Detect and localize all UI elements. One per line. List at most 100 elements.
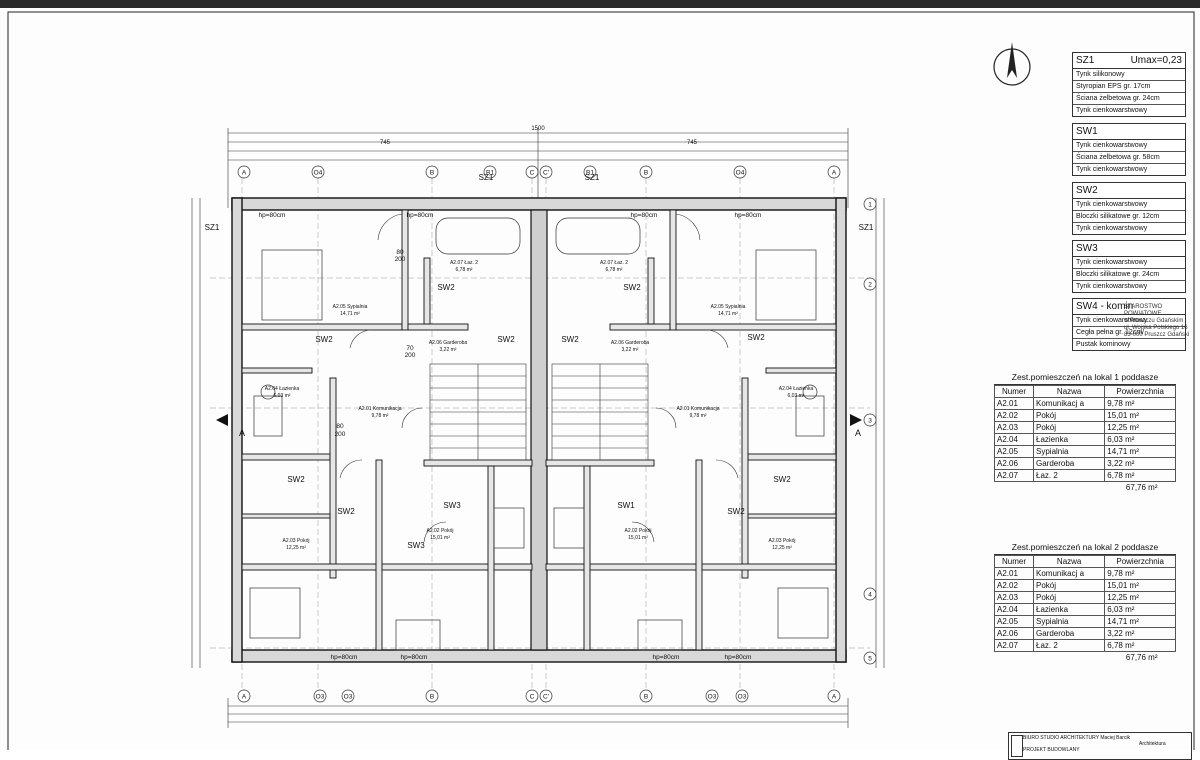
axis-bubble-side	[863, 277, 877, 291]
axis-bubble-top-label: O4	[736, 170, 745, 177]
stamp-line: STAROSTWO POWIATOWE	[1124, 304, 1163, 317]
legend-layer: Pustak kominowy	[1076, 341, 1131, 348]
table-cell: Pokój	[1032, 409, 1106, 422]
table-cell: 3,22 m²	[1104, 457, 1176, 470]
door-size-label: 80	[396, 249, 404, 256]
table-cell: A2.02	[994, 409, 1034, 422]
legend-layer: Tynk cienkowarstwowy	[1076, 107, 1148, 114]
axis-bubble-bottom	[539, 689, 553, 703]
legend-layer: Bloczki silikatowe gr. 12cm	[1073, 211, 1185, 223]
axis-bubble-side	[863, 197, 877, 211]
table-cell: 14,71 m²	[1104, 445, 1176, 458]
table-cell: Łaz. 2	[1032, 639, 1106, 652]
legend-header: SW1	[1073, 124, 1185, 140]
wall-tag: SW2	[747, 333, 765, 342]
axis-bubble-bottom-label: B	[644, 694, 648, 701]
wall-tag: SZ1	[585, 173, 600, 182]
axis-bubble-bottom-label: O3	[344, 694, 353, 701]
table-cell: Sypialnia	[1032, 445, 1106, 458]
table-cell: A2.04	[994, 433, 1034, 446]
axis-bubble-top	[827, 165, 841, 179]
section-mark-right: A	[855, 428, 861, 438]
legend-layer: Tynk cienkowarstwowy	[1076, 283, 1148, 290]
section-mark-left: A	[239, 428, 245, 438]
table-cell: Pokój	[1032, 591, 1106, 604]
table-cell: 6,03 m²	[1104, 603, 1176, 616]
viewer-top-bar	[0, 0, 1200, 8]
wall-tag: SW1	[617, 501, 635, 510]
axis-bubble-bottom-label: A	[242, 694, 247, 701]
table-cell: Sypialnia	[1032, 615, 1106, 628]
axis-bubble-top-label: C	[530, 170, 535, 177]
table-cell: 9,78 m²	[1104, 397, 1176, 410]
room-area: 15,01 m²	[628, 535, 648, 541]
wall-tag: SZ1	[479, 173, 494, 182]
axis-bubble-top-label: A	[242, 170, 247, 177]
bottom-dimensions	[227, 698, 849, 728]
wall-tag: SZ1	[859, 223, 874, 232]
wall-tag: SW2	[287, 475, 305, 484]
axis-bubble-bottom-label: A	[832, 694, 837, 701]
table-cell: Łazienka	[1032, 603, 1106, 616]
axis-bubble-top	[311, 165, 325, 179]
axis-bubble-side	[863, 587, 877, 601]
wall-tag: SW2	[437, 283, 455, 292]
legend-layer: Ściana żelbetowa gr. 24cm	[1073, 93, 1185, 105]
door-size-label: 70	[406, 345, 414, 352]
wall-tag: SW2	[727, 507, 745, 516]
table-cell: 6,03 m²	[1104, 433, 1176, 446]
axis-bubble-top	[483, 165, 497, 179]
axis-bubble-top	[733, 165, 747, 179]
room-area: 12,25 m²	[772, 545, 792, 551]
table-cell: 15,01 m²	[1104, 579, 1176, 592]
table-cell: Komunikacj a	[1032, 397, 1106, 410]
room-area: 6,78 m²	[456, 267, 473, 273]
room-label: A2.04 Łazienka	[779, 386, 814, 392]
axis-bubble-top-label: B	[430, 170, 434, 177]
table-cell: 6,78 m²	[1104, 639, 1176, 652]
room-label: A2.03 Pokój	[283, 538, 310, 544]
table-cell: A2.02	[994, 579, 1034, 592]
axis-bubble-side	[863, 651, 877, 665]
axis-bubble-bottom	[705, 689, 719, 703]
room-area: 15,01 m²	[430, 535, 450, 541]
axis-bubble-bottom	[313, 689, 327, 703]
title-project: PROJEKT BUDOWLANY	[1023, 747, 1080, 753]
table-cell: A2.07	[994, 639, 1034, 652]
table-cell: 9,78 m²	[1104, 567, 1176, 580]
table-title: Zest.pomieszczeń na lokal 1 poddasze	[994, 370, 1176, 385]
legend-layer: Cegła pełna gr. 12cm/	[1073, 327, 1185, 339]
door-size-label: 80	[336, 423, 344, 430]
office-stamp: STAROSTWO POWIATOWE w Pruszczu Gdańskim …	[1124, 304, 1200, 339]
axis-bubble-bottom-label: C'	[543, 694, 549, 701]
stamp-line: ul. Wojska Polskiego 16	[1124, 325, 1188, 331]
wall-tag: SW2	[337, 507, 355, 516]
window-height-label: hp=80cm	[407, 212, 434, 219]
window-height-label: hp=80cm	[725, 654, 752, 661]
axis-bubble-bottom-label: O3	[316, 694, 325, 701]
table-cell: Pokój	[1032, 421, 1106, 434]
table-cell: Pokój	[1032, 579, 1106, 592]
axis-bubble-side-label: 2	[868, 282, 872, 289]
axis-bubble-bottom	[827, 689, 841, 703]
top-dimension: 745	[687, 140, 698, 146]
room-area: 14,71 m²	[340, 311, 360, 317]
fixtures	[249, 217, 829, 651]
legend-layer: Tynk cienkowarstwowy	[1073, 257, 1185, 269]
legend-header: SW2	[1073, 183, 1185, 199]
axis-bubble-bottom-label: O3	[738, 694, 747, 701]
table-cell: Łaz. 2	[1032, 469, 1106, 482]
axis-bubble-top-label: B1	[486, 170, 494, 177]
legend-layer: Tynk cienkowarstwowy	[1076, 225, 1148, 232]
table-cell: Łazienka	[1032, 433, 1106, 446]
axis-bubble-bottom-label: O3	[708, 694, 717, 701]
